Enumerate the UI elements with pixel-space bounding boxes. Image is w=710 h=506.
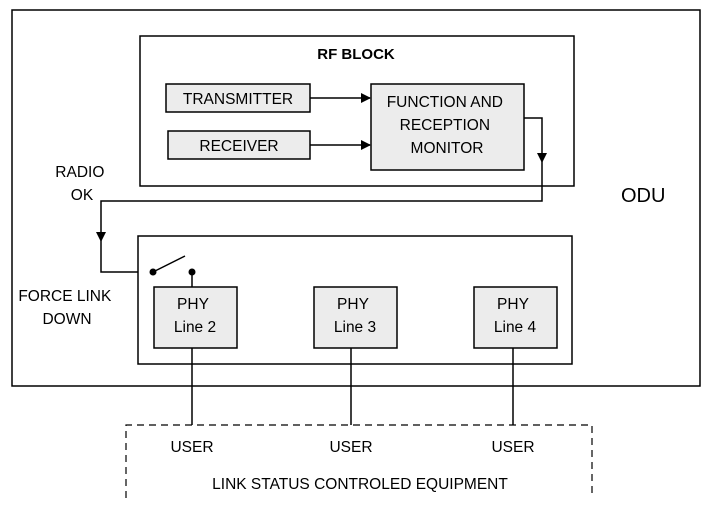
phy-box-line-4 <box>473 286 558 349</box>
transmitter-box <box>165 83 311 113</box>
phy-label-line-4: PHY Line 4 <box>494 296 537 336</box>
equipment-label: LINK STATUS CONTROLED EQUIPMENT <box>212 476 508 493</box>
phy-box-line-3 <box>313 286 398 349</box>
phy-line-4-name: Line 4 <box>494 319 537 336</box>
force-link-down-line-1: FORCE LINK <box>18 288 112 305</box>
user-label-2: USER <box>329 439 372 456</box>
phy-box-line-2 <box>153 286 238 349</box>
phy-line-2-title: PHY <box>177 296 209 313</box>
monitor-label: FUNCTION AND RECEPTION MONITOR <box>387 94 508 157</box>
switch-blade <box>152 255 186 273</box>
radio-ok-line-2: OK <box>71 187 94 204</box>
rf-block-title: RF BLOCK <box>317 46 395 63</box>
monitor-output-wire <box>524 117 547 163</box>
monitor-box <box>370 83 525 171</box>
phy-line-4-title: PHY <box>497 296 529 313</box>
transmitter-label: TRANSMITTER <box>183 91 293 108</box>
phy-label-line-3: PHY Line 3 <box>334 296 376 336</box>
equipment-dashed-frame <box>125 424 593 498</box>
phy-line-2-name: Line 2 <box>174 319 216 336</box>
radio-ok-wire-to-switch <box>100 241 152 273</box>
monitor-label-line-3: MONITOR <box>411 140 484 157</box>
radio-ok-wire <box>96 162 543 242</box>
radio-ok-line-1: RADIO <box>55 164 104 181</box>
phy-line-3-title: PHY <box>337 296 369 313</box>
user-label-1: USER <box>170 439 213 456</box>
force-link-down-label: FORCE LINK DOWN <box>18 288 115 328</box>
monitor-label-line-1: FUNCTION AND <box>387 94 503 111</box>
phy-label-line-2: PHY Line 2 <box>174 296 216 336</box>
odu-label: ODU <box>621 185 665 207</box>
receiver-label: RECEIVER <box>199 138 278 155</box>
force-link-down-line-2: DOWN <box>42 311 91 328</box>
monitor-label-line-2: RECEPTION <box>400 117 490 134</box>
phy-line-3-name: Line 3 <box>334 319 376 336</box>
user-label-3: USER <box>491 439 534 456</box>
radio-ok-label: RADIO OK <box>55 164 108 204</box>
